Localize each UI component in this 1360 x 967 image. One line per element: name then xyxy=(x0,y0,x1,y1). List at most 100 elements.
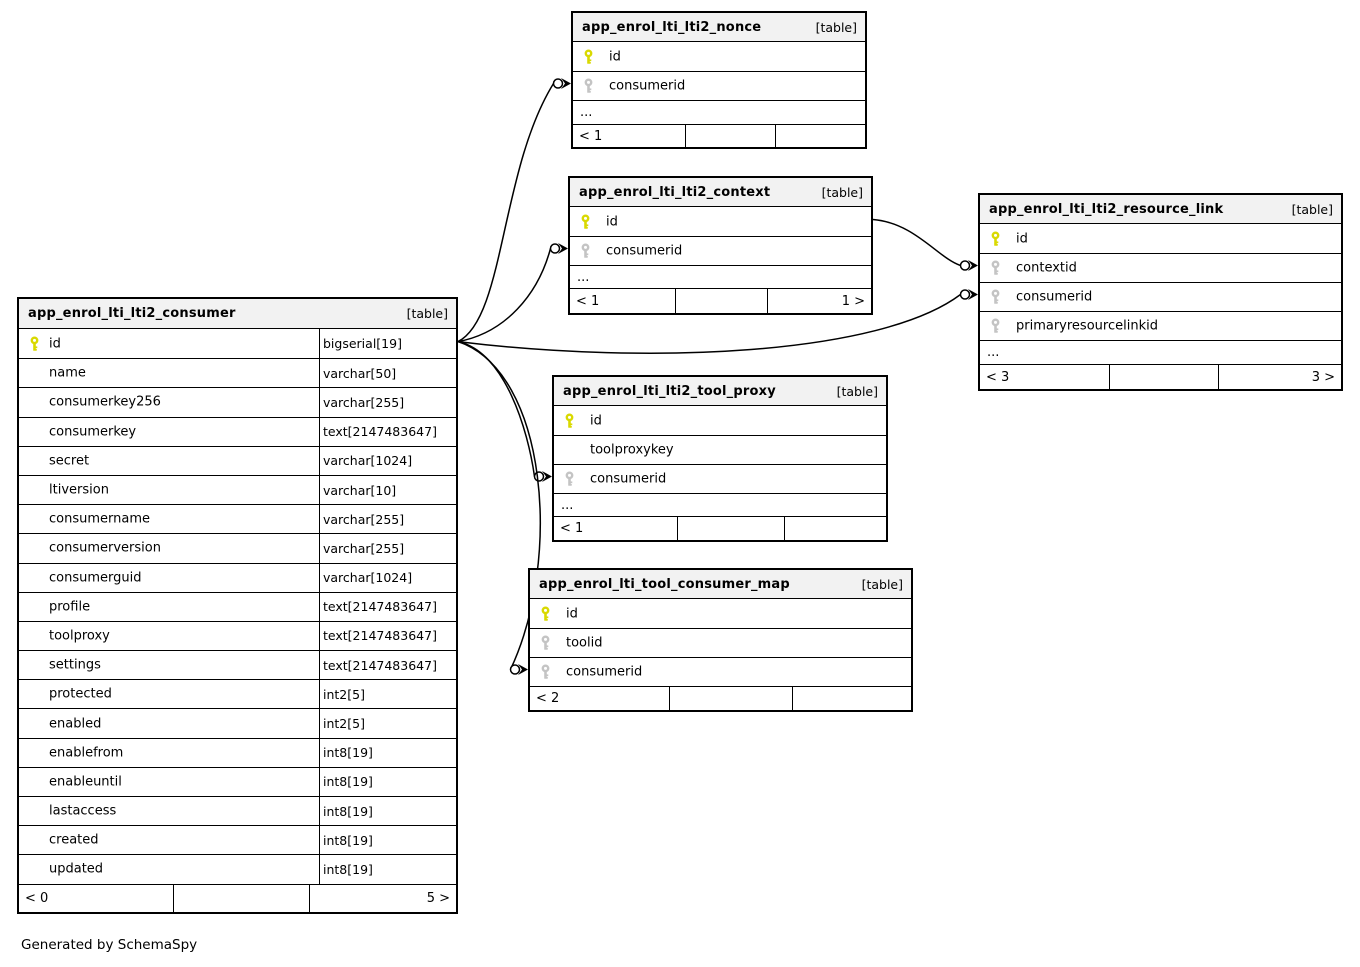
more-columns-ellipsis: ... xyxy=(980,340,1341,364)
column-name: lastaccess xyxy=(49,803,117,819)
column-name: toolid xyxy=(566,635,603,651)
primary-key-icon xyxy=(582,49,595,64)
footer-count-left: < 1 xyxy=(579,128,603,144)
fk-arrowhead xyxy=(558,243,568,254)
more-columns-ellipsis: ... xyxy=(573,100,865,124)
column-type: int8[19] xyxy=(319,738,456,767)
zero-or-many-circle xyxy=(959,289,971,300)
column-row-consumer-updated: updated int8[19] xyxy=(19,854,456,884)
column-type: int8[19] xyxy=(319,855,456,884)
column-row-consumer-secret: secret varchar[1024] xyxy=(19,445,456,475)
column-row-consumer-enablefrom: enablefrom int8[19] xyxy=(19,737,456,767)
column-name: id xyxy=(49,336,61,352)
column-name: consumerkey xyxy=(49,424,137,440)
column-type: int8[19] xyxy=(319,767,456,796)
column-name: id xyxy=(590,413,602,428)
table-title-consumer[interactable]: app_enrol_lti_lti2_consumer xyxy=(28,306,236,321)
footer-count-center xyxy=(675,289,767,313)
zero-or-many-circle xyxy=(959,260,971,271)
column-row-tool_consumer_map-id: id xyxy=(530,599,911,628)
column-name: secret xyxy=(49,453,90,469)
column-row-tool_proxy-consumerid: consumerid xyxy=(554,464,886,493)
column-name: enablefrom xyxy=(49,745,124,761)
fk-arrowhead xyxy=(542,471,552,482)
table-title-nonce[interactable]: app_enrol_lti_lti2_nonce xyxy=(582,19,762,35)
column-name: updated xyxy=(49,861,104,877)
column-name: id xyxy=(606,214,618,229)
column-type: text[2147483647] xyxy=(319,621,456,651)
footer-count-left: < 1 xyxy=(560,521,584,536)
column-name: ltiversion xyxy=(49,482,109,498)
column-name: id xyxy=(609,49,621,64)
column-type: varchar[50] xyxy=(319,359,456,388)
foreign-key-icon xyxy=(563,471,576,487)
zero-or-many-circle xyxy=(509,664,521,675)
table-title-context[interactable]: app_enrol_lti_lti2_context xyxy=(579,184,771,200)
column-name: consumerguid xyxy=(49,570,142,586)
column-row-tool_proxy-id: id xyxy=(554,406,886,435)
column-type: varchar[1024] xyxy=(319,563,456,592)
table-footer-tool_consumer_map: < 2 xyxy=(530,686,911,710)
column-type: text[2147483647] xyxy=(319,651,456,680)
column-row-tool_consumer_map-consumerid: consumerid xyxy=(530,657,911,686)
footer-count-center xyxy=(1109,365,1218,389)
column-name: consumerid xyxy=(609,78,686,94)
column-type: varchar[255] xyxy=(319,534,456,563)
column-row-resource_link-consumerid: consumerid xyxy=(980,282,1341,311)
column-row-resource_link-id: id xyxy=(980,224,1341,253)
table-title-tool_consumer_map[interactable]: app_enrol_lti_tool_consumer_map xyxy=(539,576,790,592)
table-tool_consumer_map: app_enrol_lti_tool_consumer_map[table]id… xyxy=(528,568,913,712)
column-row-consumer-created: created int8[19] xyxy=(19,825,456,855)
foreign-key-icon xyxy=(989,318,1002,334)
column-name: toolproxy xyxy=(49,628,110,644)
column-row-tool_proxy-toolproxykey: toolproxykey xyxy=(554,435,886,464)
foreign-key-icon xyxy=(579,243,592,259)
foreign-key-icon xyxy=(989,289,1002,305)
column-type: int2[5] xyxy=(319,709,456,738)
table-title-resource_link[interactable]: app_enrol_lti_lti2_resource_link xyxy=(989,201,1224,217)
column-type: varchar[255] xyxy=(319,388,456,417)
column-row-context-id: id xyxy=(570,207,871,236)
column-name: consumerid xyxy=(606,243,683,259)
footer-count-left: < 1 xyxy=(576,293,600,309)
footer-count-left: < 2 xyxy=(536,691,560,706)
footer-count-left: < 0 xyxy=(25,890,49,906)
column-type: varchar[10] xyxy=(319,475,456,505)
column-type: varchar[1024] xyxy=(319,446,456,475)
column-name: created xyxy=(49,832,99,848)
footer-count-center xyxy=(677,517,784,540)
foreign-key-icon xyxy=(539,635,552,651)
column-name: consumerid xyxy=(590,471,667,487)
table-footer-nonce: < 1 xyxy=(573,124,865,147)
column-type: int8[19] xyxy=(319,826,456,855)
column-name: consumerid xyxy=(1016,289,1093,305)
column-row-nonce-id: id xyxy=(573,42,865,71)
table-context: app_enrol_lti_lti2_context [table] id consu… xyxy=(568,176,873,315)
fk-arrowhead xyxy=(518,664,528,675)
column-name: consumername xyxy=(49,511,150,527)
zero-or-many-circle xyxy=(549,243,561,254)
primary-key-icon xyxy=(563,413,576,428)
table-tag: [table] xyxy=(821,184,863,200)
column-name: settings xyxy=(49,657,101,673)
fk-arrowhead xyxy=(968,260,978,271)
column-name: consumerversion xyxy=(49,540,161,556)
column-type: int8[19] xyxy=(319,797,456,826)
column-row-consumer-enableuntil: enableuntil int8[19] xyxy=(19,766,456,796)
footer-count-right xyxy=(784,517,886,540)
footer-count-left: < 3 xyxy=(986,369,1010,385)
table-header-context: app_enrol_lti_lti2_context [table] xyxy=(570,178,871,207)
column-row-resource_link-primaryresourcelinkid: primaryresourcelinkid xyxy=(980,311,1341,340)
table-tag: [table] xyxy=(1291,201,1333,217)
column-name: id xyxy=(1016,231,1028,246)
table-title-tool_proxy[interactable]: app_enrol_lti_lti2_tool_proxy xyxy=(563,383,776,399)
column-name: enableuntil xyxy=(49,774,122,790)
zero-or-many-circle xyxy=(552,78,564,89)
